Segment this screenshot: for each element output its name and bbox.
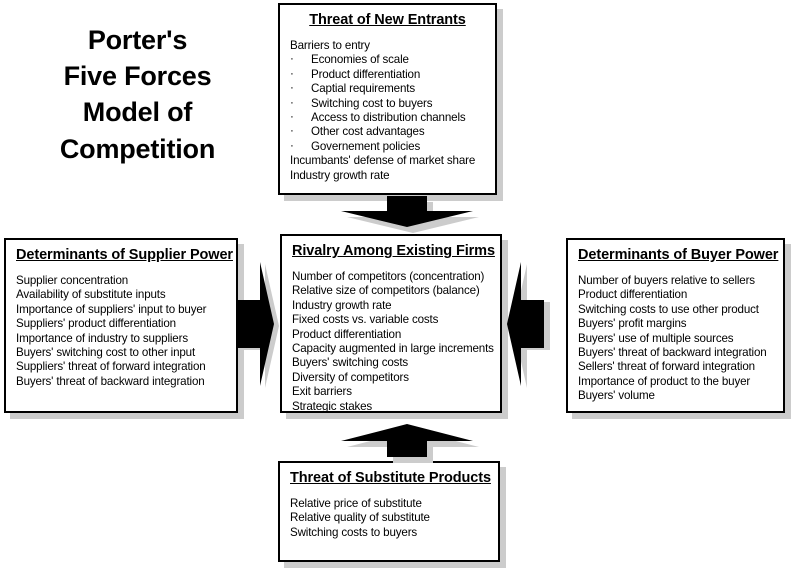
bullet-icon: · — [290, 95, 294, 109]
list-item: Buyers' threat of backward integration — [578, 346, 767, 360]
arrow-supplier-to-rivalry — [234, 258, 284, 390]
list-item: · Governement policies — [290, 138, 485, 154]
bullet-icon: · — [290, 52, 294, 66]
list-item-label: Governement policies — [311, 139, 421, 153]
list-item: Importance of product to the buyer — [578, 374, 751, 388]
force-list-supplier-power: Supplier concentration Availability of s… — [16, 274, 226, 389]
list-item: Industry growth rate — [292, 298, 392, 312]
force-list-buyer-power: Number of buyers relative to sellers Pro… — [578, 274, 773, 404]
list-item: · Access to distribution channels — [290, 110, 485, 125]
force-title-substitute-products: Threat of Substitute Products — [290, 470, 491, 486]
list-item: Relative size of competitors (balance) — [292, 284, 480, 298]
arrow-substitutes-to-rivalry — [334, 421, 480, 463]
list-item: Buyers' switching cost to other input — [16, 346, 196, 360]
diagram-title: Porter's Five Forces Model of Competitio… — [10, 22, 265, 167]
list-item: Buyers' threat of backward integration — [16, 374, 205, 388]
list-item: Buyers' switching costs — [292, 356, 409, 370]
force-title-buyer-power: Determinants of Buyer Power — [578, 247, 779, 263]
arrow-new-entrants-to-rivalry — [334, 194, 480, 234]
list-item-label: Switching cost to buyers — [311, 96, 433, 110]
force-title-new-entrants: Threat of New Entrants — [309, 12, 466, 28]
list-item: Buyers' profit margins — [578, 317, 687, 331]
list-item: Suppliers' product differentiation — [16, 317, 176, 331]
list-item: · Economies of scale — [290, 52, 485, 67]
list-item: Fixed costs vs. variable costs — [292, 313, 439, 327]
list-item: Number of competitors (concentration) — [292, 270, 485, 283]
list-item: Relative quality of substitute — [290, 511, 430, 525]
list-item: Suppliers' threat of forward integration — [16, 360, 206, 374]
list-item: Switching costs to buyers — [290, 525, 418, 539]
list-item: Supplier concentration — [16, 274, 129, 287]
title-line-3: Model of — [82, 97, 193, 128]
arrow-up-icon — [341, 424, 479, 463]
list-item: Importance of suppliers' input to buyer — [16, 302, 207, 316]
list-item: Sellers' threat of forward integration — [578, 360, 755, 374]
bullet-icon: · — [290, 138, 294, 152]
arrow-right-icon — [237, 262, 279, 388]
list-item: Relative price of substitute — [290, 497, 422, 510]
list-item: Incumbants' defense of market share — [290, 154, 476, 168]
list-item: Industry growth rate — [290, 168, 390, 182]
title-line-4: Competition — [59, 133, 216, 164]
force-box-substitute-products: Threat of Substitute Products Relative p… — [278, 461, 500, 562]
list-item: Buyers' use of multiple sources — [578, 331, 734, 345]
list-item-label: Product differentiation — [311, 67, 421, 81]
list-item-label: Economies of scale — [311, 53, 409, 67]
list-item: Exit barriers — [292, 385, 352, 399]
list-item: · Other cost advantages — [290, 124, 485, 139]
list-item: Barriers to entry — [290, 39, 370, 52]
list-item: Product differentiation — [292, 327, 402, 341]
force-list-rivalry: Number of competitors (concentration) Re… — [292, 270, 494, 414]
list-item: Number of buyers relative to sellers — [578, 274, 755, 287]
force-box-supplier-power: Determinants of Supplier Power Supplier … — [4, 238, 238, 413]
bullet-icon: · — [290, 124, 294, 138]
list-item: Product differentiation — [578, 288, 688, 302]
arrow-buyer-to-rivalry — [502, 258, 564, 390]
bullet-icon: · — [290, 110, 294, 124]
list-item: Availability of substitute inputs — [16, 288, 166, 302]
force-list-substitute-products: Relative price of substitute Relative qu… — [290, 497, 488, 540]
arrow-down-icon — [341, 196, 479, 233]
force-box-new-entrants: Threat of New Entrants Barriers to entry… — [278, 3, 497, 195]
force-box-buyer-power: Determinants of Buyer Power Number of bu… — [566, 238, 785, 413]
list-item: Importance of industry to suppliers — [16, 331, 188, 345]
list-item-label: Access to distribution channels — [311, 111, 466, 125]
list-item: · Product differentiation — [290, 66, 485, 82]
list-item: · Switching cost to buyers — [290, 95, 485, 111]
list-item-label: Captial requirements — [311, 82, 415, 96]
force-title-rivalry: Rivalry Among Existing Firms — [292, 243, 495, 259]
bullet-icon: · — [290, 66, 294, 80]
list-item: Switching costs to use other product — [578, 302, 759, 316]
force-title-supplier-power: Determinants of Supplier Power — [16, 247, 233, 263]
title-line-1: Porter's — [87, 25, 188, 55]
arrow-left-icon — [507, 262, 550, 388]
list-item: · Captial requirements — [290, 81, 485, 96]
force-list-new-entrants: Barriers to entry · Economies of scale · P… — [290, 39, 485, 183]
list-item: Buyers' volume — [578, 389, 655, 403]
force-box-rivalry: Rivalry Among Existing Firms Number of c… — [280, 234, 502, 413]
title-line-2: Five Forces — [63, 61, 212, 92]
list-item: Diversity of competitors — [292, 370, 409, 384]
list-item: Capacity augmented in large increments — [292, 342, 494, 356]
bullet-icon: · — [290, 81, 294, 95]
list-item: Strategic stakes — [292, 399, 373, 413]
list-item-label: Other cost advantages — [311, 125, 425, 139]
